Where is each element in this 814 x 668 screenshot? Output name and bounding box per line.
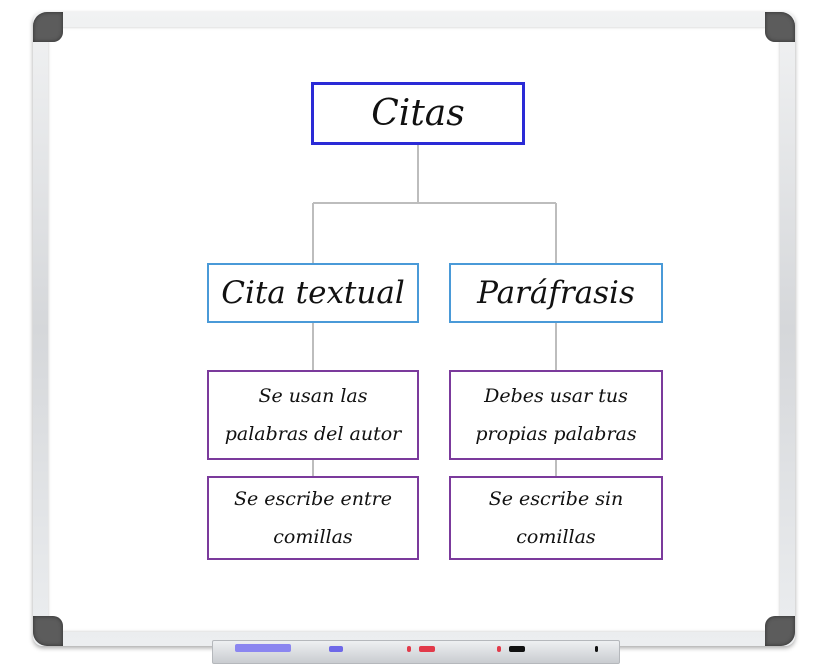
- leaf-node: Debes usar tus propias palabras: [449, 370, 663, 460]
- frame-corner: [33, 616, 63, 646]
- leaf-node: Se escribe sin comillas: [449, 476, 663, 560]
- leaf-text: comillas: [516, 526, 596, 548]
- marker-blue: [329, 646, 343, 652]
- leaf-text: Se escribe entre: [234, 488, 392, 510]
- leaf-text: Debes usar tus: [484, 385, 628, 407]
- leaf-node: Se usan las palabras del autor: [207, 370, 419, 460]
- marker-black: [509, 646, 525, 652]
- branch-node-parafrasis: Paráfrasis: [449, 263, 663, 323]
- leaf-node: Se escribe entre comillas: [207, 476, 419, 560]
- marker-red-cap: [407, 646, 411, 652]
- eraser: [235, 644, 291, 652]
- frame-corner: [33, 12, 63, 42]
- frame-corner: [765, 616, 795, 646]
- leaf-text: comillas: [273, 526, 353, 548]
- marker-tray: [212, 640, 620, 664]
- marker-red-cap: [497, 646, 501, 652]
- leaf-text: palabras del autor: [224, 423, 402, 445]
- leaf-text: propias palabras: [475, 423, 637, 445]
- leaf-text: Se usan las: [258, 385, 368, 407]
- frame-corner: [765, 12, 795, 42]
- marker-black-cap: [595, 646, 598, 652]
- marker-red: [419, 646, 435, 652]
- branch-node-cita-textual: Cita textual: [207, 263, 419, 323]
- root-node: Citas: [311, 82, 525, 145]
- leaf-text: Se escribe sin: [488, 488, 624, 510]
